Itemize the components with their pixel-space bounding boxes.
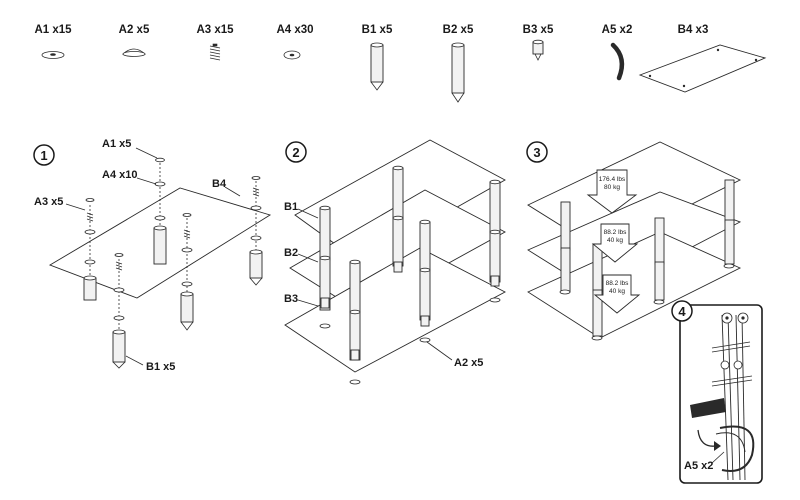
svg-text:4: 4 (678, 304, 686, 319)
step-4-cables (711, 312, 753, 481)
step-4-wrap-arrow (697, 429, 721, 451)
part-a5-strap (610, 42, 625, 81)
step-1-label-a4: A4 x10 (102, 169, 137, 181)
part-a4-washer (283, 50, 301, 60)
step-4-frame (679, 304, 763, 484)
part-b2-post (451, 42, 465, 103)
step-2-label-a2: A2 x5 (454, 357, 483, 369)
part-b4-shelf (638, 44, 767, 93)
part-b3-connector (532, 39, 544, 61)
step-3-load-bottom: 88.2 lbs 40 kg (593, 274, 641, 314)
step-4-label-a5: A5 x2 (684, 460, 713, 472)
step-1-label-b1: B1 x5 (146, 361, 175, 373)
part-label-b3: B3 x5 (523, 24, 554, 36)
step-3-badge: 3 (526, 141, 548, 163)
part-label-a3: A3 x15 (196, 24, 234, 36)
svg-text:2: 2 (292, 145, 299, 160)
step-2-label-b3: B3 (284, 293, 298, 305)
part-a3-spring (209, 43, 221, 62)
svg-text:1: 1 (40, 148, 47, 163)
step-3-posts (559, 179, 735, 341)
part-label-a5: A5 x2 (602, 24, 633, 36)
step-1-leg-right (249, 176, 263, 286)
load-bottom-lbs: 88.2 lbs (606, 280, 630, 287)
step-4-strap (690, 398, 755, 472)
step-1-badge: 1 (33, 144, 55, 166)
step-3-load-top: 176.4 lbs 80 kg (586, 169, 638, 214)
part-label-a2: A2 x5 (119, 24, 150, 36)
step-2-badge: 2 (285, 141, 307, 163)
part-label-b1: B1 x5 (362, 24, 393, 36)
step-1-leg-center (112, 253, 126, 369)
step-4: 4 A5 x2 (671, 300, 763, 484)
load-middle-kg: 40 kg (607, 237, 623, 244)
step-1-label-a3: A3 x5 (34, 196, 63, 208)
part-a1-cap (41, 51, 65, 59)
part-label-b4: B4 x3 (678, 24, 709, 36)
step-2-label-b2: B2 (284, 247, 298, 259)
step-2: 2 (284, 139, 506, 385)
svg-text:3: 3 (533, 145, 540, 160)
part-b1-post (370, 42, 384, 91)
step-2-shelf-bottom (284, 247, 506, 373)
part-a2-foot (121, 48, 147, 57)
step-3-load-middle: 88.2 lbs 40 kg (591, 223, 639, 263)
step-1-leg-right-center (180, 213, 194, 331)
step-1-label-a1: A1 x5 (102, 138, 131, 150)
step-2-posts-upper (319, 165, 501, 313)
step-4-badge: 4 (671, 300, 693, 322)
step-1: 1 (33, 138, 272, 373)
part-label-a1: A1 x15 (34, 24, 72, 36)
step-2-label-b1: B1 (284, 201, 298, 213)
step-3: 3 176.4 lbs 80 kg 88.2 lbs (526, 141, 742, 341)
parts-row: A1 x15 A2 x5 A3 x15 A4 x30 B1 x5 B2 x5 B… (34, 24, 767, 103)
step-1-leg-left (83, 198, 97, 301)
load-bottom-kg: 40 kg (609, 288, 625, 295)
load-top-lbs: 176.4 lbs (599, 176, 626, 183)
part-label-a4: A4 x30 (276, 24, 313, 36)
load-top-kg: 80 kg (604, 184, 620, 191)
step-1-label-b4: B4 (212, 178, 227, 190)
load-middle-lbs: 88.2 lbs (604, 229, 628, 236)
step-1-leg-top (153, 157, 167, 265)
part-label-b2: B2 x5 (443, 24, 474, 36)
step-2-connectors (319, 261, 501, 385)
